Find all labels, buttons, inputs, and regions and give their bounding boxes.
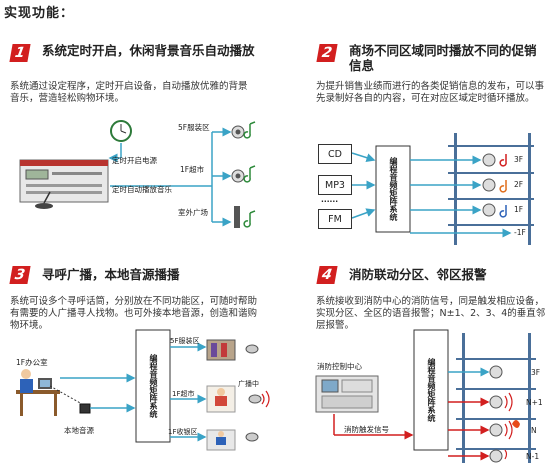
matrix-box-4: 编程音频矩阵系统 [415,331,447,449]
source-more: ······ [321,197,339,206]
matrix-box-2: 编程音频矩阵系统 [377,147,409,231]
label-zone-outdoor: 室外广场 [178,208,208,217]
page-title: 实现功能： [4,6,75,21]
section-3-description: 系统可设多个寻呼话筒，分别放在不同功能区，可随时帮助有需要的人广播寻人找物。也可… [10,296,258,331]
section-4-description: 系统接收到消防中心的消防信号，同是触发相应设备，实现分区、全区的语音报警；N±1… [316,296,546,331]
source-cd: CD [318,144,352,164]
label-office: 1F办公室 [16,358,48,367]
floor-b1: -1F [514,228,526,237]
label-timer-play: 定时自动播放音乐 [112,185,172,194]
section-2-title: 商场不同区域同时播放不同的促销信息 [349,43,537,73]
floor-3f: 3F [514,155,524,164]
label-zone3-5f: 5F服装区 [170,337,200,345]
label-zone-1f: 1F超市 [180,165,205,174]
section-1-title: 系统定时开启，休闲背景音乐自动播放 [42,43,255,58]
source-fm: FM [318,209,352,229]
section-4-number: 4 [316,266,338,284]
source-mp3: MP3 [318,175,352,195]
label-local-source: 本地音源 [64,426,94,435]
section-4-title: 消防联动分区、邻区报警 [349,267,487,282]
floor-1f: 1F [514,205,524,214]
section-3-title: 寻呼广播，本地音源播播 [42,267,180,282]
label-broadcasting: 广播中 [238,380,259,388]
label-zone-5f: 5F服装区 [178,123,210,132]
section-2-number: 2 [316,44,338,62]
floor-2f: 2F [514,180,524,189]
matrix-box-3: 编程音频矩阵系统 [137,331,169,441]
floor4-n-minus-1: N-1 [526,452,540,461]
section-3-number: 3 [9,266,31,284]
label-zone3-cashier: 1F收银区 [168,428,198,436]
floor4-n: N [531,426,537,435]
section-1-description: 系统通过设定程序，定时开启设备，自动播放优雅的背景音乐，营造轻松购物环境。 [10,81,248,104]
section-2-description: 为提升销售业绩而进行的各类促销信息的发布，可以事先录制好各自的内容，可在对应区域… [316,81,545,104]
floor4-3f: 3F [531,368,541,377]
label-fire-center: 消防控制中心 [317,362,362,371]
label-zone3-1f: 1F超市 [172,390,195,398]
floor4-n-plus-1: N+1 [526,398,543,407]
label-fire-signal: 消防触发信号 [344,425,389,434]
section-1-graphics [19,120,256,228]
label-timer-on: 定时开启电源 [112,156,157,165]
